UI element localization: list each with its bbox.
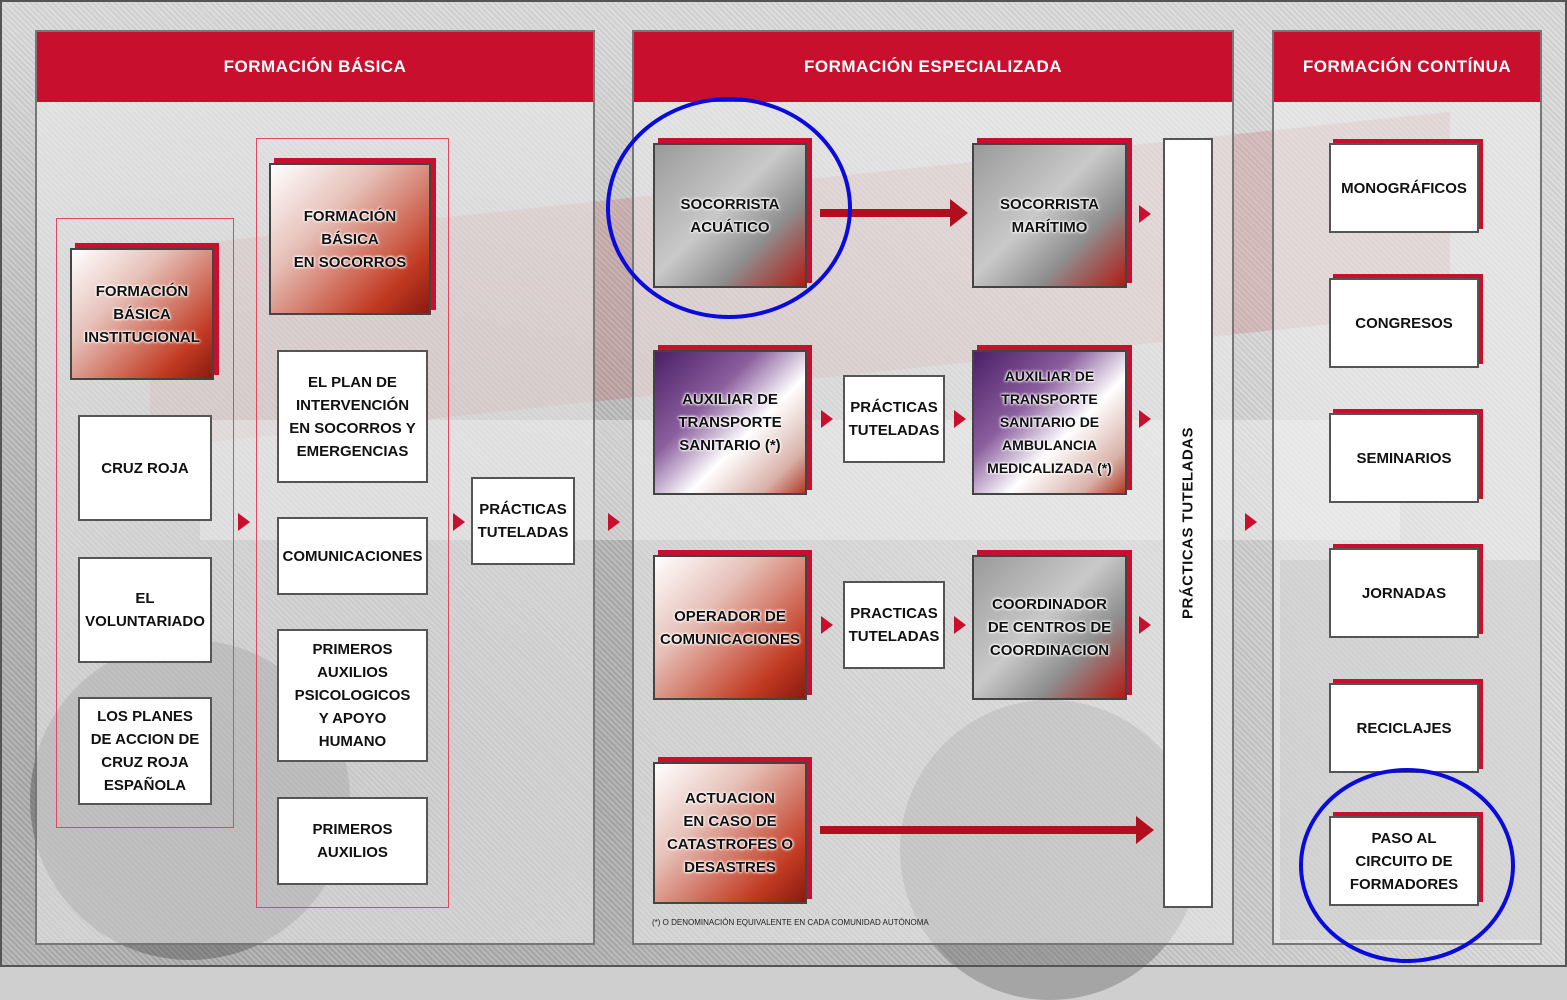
catastrofes-desastres-tile: ACTUACION EN CASO DE CATASTROFES O DESAS… [653,762,807,904]
practicas-tuteladas-vertical-box: PRÁCTICAS TUTELADAS [1163,138,1213,908]
panel-title-especializada: FORMACIÓN ESPECIALIZADA [634,32,1232,102]
cruz-roja-box: CRUZ ROJA [78,415,212,521]
primeros-auxilios-box: PRIMEROS AUXILIOS [277,797,428,885]
arrow-operador-to-practicas [821,616,833,634]
practicas-tuteladas-vertical-label: PRÁCTICAS TUTELADAS [1179,427,1197,619]
footnote: (*) O DENOMINACIÓN EQUIVALENTE EN CADA C… [652,918,929,927]
socorros-frame [256,138,449,908]
arrow-practicas-to-coordinador [954,616,966,634]
arrow-head-catastrofes [1136,816,1154,844]
practicas-tuteladas-operador-box: PRACTICAS TUTELADAS [843,581,945,669]
arrow-shaft-acuatico-maritimo [820,209,952,217]
congresos-box: CONGRESOS [1329,278,1479,368]
panel-title-basica: FORMACIÓN BÁSICA [37,32,593,102]
reciclajes-box: RECICLAJES [1329,683,1479,773]
practicas-tuteladas-transporte-box: PRÁCTICAS TUTELADAS [843,375,945,463]
voluntariado-box: EL VOLUNTARIADO [78,557,212,663]
jornadas-box: JORNADAS [1329,548,1479,638]
comunicaciones-box: COMUNICACIONES [277,517,428,595]
arrow-shaft-catastrofes [820,826,1138,834]
arrow-practicas-to-ambulancia [954,410,966,428]
institucional-frame [56,218,234,828]
primeros-auxilios-psicologicos-box: PRIMEROS AUXILIOS PSICOLOGICOS Y APOYO H… [277,629,428,762]
formacion-basica-institucional-tile: FORMACIÓN BÁSICA INSTITUCIONAL [70,248,214,380]
auxiliar-transporte-sanitario-tile: AUXILIAR DE TRANSPORTE SANITARIO (*) [653,350,807,495]
planes-accion-box: LOS PLANES DE ACCION DE CRUZ ROJA ESPAÑO… [78,697,212,805]
arrow-maritimo-to-practicas [1139,205,1151,223]
highlight-ring-socorrista-acuatico [606,97,852,319]
auxiliar-ambulancia-medicalizada-tile: AUXILIAR DE TRANSPORTE SANITARIO DE AMBU… [972,350,1127,495]
arrow-to-socorros [238,513,250,531]
arrow-transporte-to-practicas [821,410,833,428]
arrow-especializada-to-continua [1245,513,1257,531]
socorrista-maritimo-tile: SOCORRISTA MARÍTIMO [972,143,1127,288]
arrow-coordinador-to-practicas [1139,616,1151,634]
highlight-ring-paso-formadores [1299,768,1515,963]
practicas-tuteladas-basica-box: PRÁCTICAS TUTELADAS [471,477,575,565]
plan-intervencion-box: EL PLAN DE INTERVENCIÓN EN SOCORROS Y EM… [277,350,428,483]
panel-title-continua: FORMACIÓN CONTÍNUA [1274,32,1540,102]
operador-comunicaciones-tile: OPERADOR DE COMUNICACIONES [653,555,807,700]
arrow-to-practicas-basica [453,513,465,531]
seminarios-box: SEMINARIOS [1329,413,1479,503]
arrow-head-acuatico-maritimo [950,199,968,227]
formacion-basica-socorros-tile: FORMACIÓN BÁSICA EN SOCORROS [269,163,431,315]
arrow-ambulancia-to-practicas [1139,410,1151,428]
coordinador-centros-tile: COORDINADOR DE CENTROS DE COORDINACION [972,555,1127,700]
arrow-basica-to-especializada [608,513,620,531]
monograficos-box: MONOGRÁFICOS [1329,143,1479,233]
